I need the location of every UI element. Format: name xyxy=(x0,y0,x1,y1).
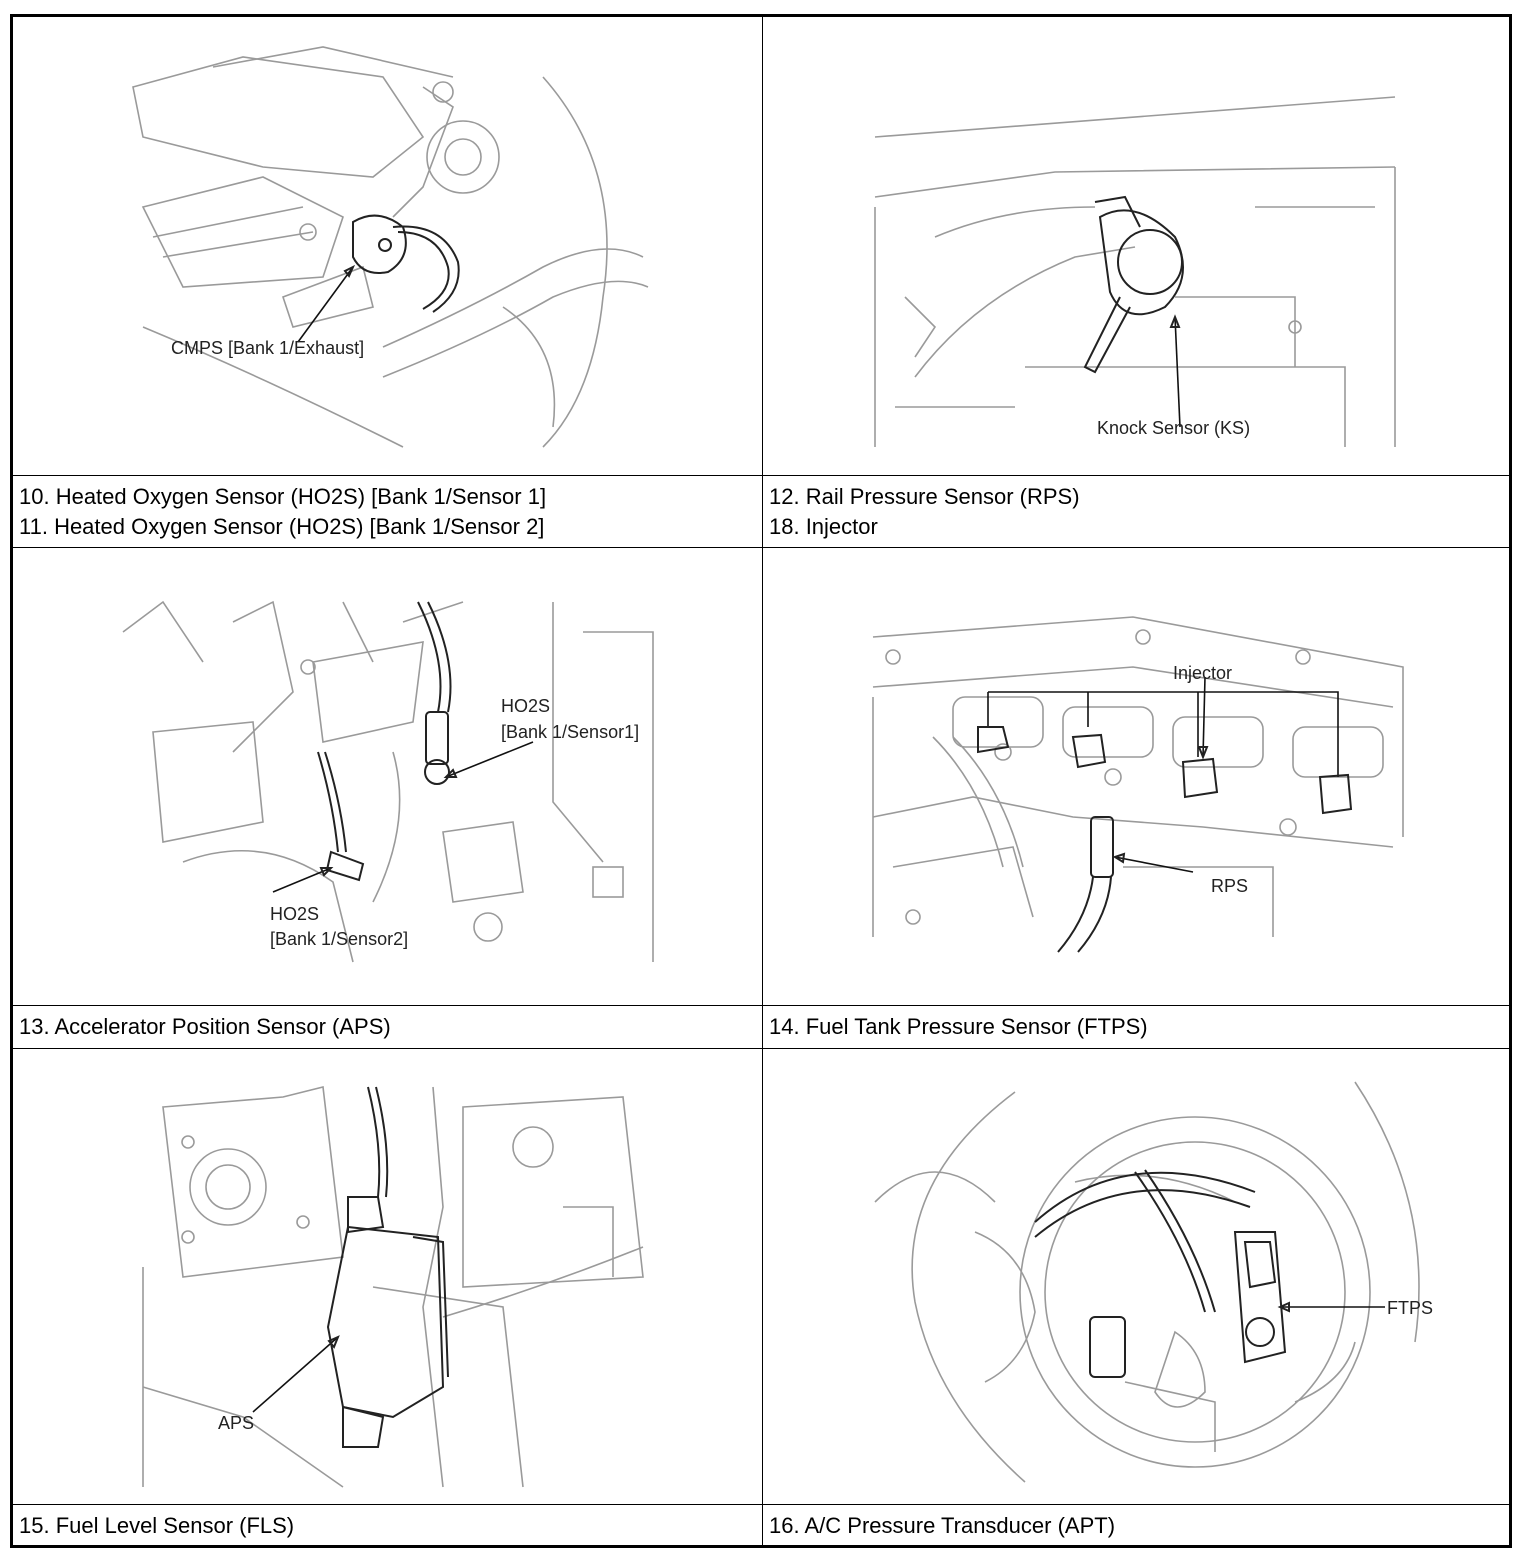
ftps-label: FTPS xyxy=(1387,1298,1433,1318)
caption-fuel-tank-pressure-sensor: 14. Fuel Tank Pressure Sensor (FTPS) xyxy=(769,1014,1148,1039)
knock-sensor-illustration: Knock Sensor (KS) xyxy=(874,96,1396,447)
ho2s-sensor2-label-a: HO2S xyxy=(270,904,319,924)
cmps-label: CMPS [Bank 1/Exhaust] xyxy=(171,338,364,358)
ftps-illustration: FTPS xyxy=(874,1081,1433,1483)
caption-accelerator-position-sensor: 13. Accelerator Position Sensor (APS) xyxy=(19,1014,391,1039)
column-divider xyxy=(762,17,763,1545)
aps-label: APS xyxy=(218,1413,254,1433)
ho2s-sensor1-label-a: HO2S xyxy=(501,696,550,716)
ho2s-sensor1-label-b: [Bank 1/Sensor1] xyxy=(501,722,639,742)
row-divider xyxy=(13,475,1509,476)
caption-ac-pressure-transducer: 16. A/C Pressure Transducer (APT) xyxy=(769,1513,1116,1538)
rps-injector-illustration: Injector RPS xyxy=(872,616,1404,953)
injector-label: Injector xyxy=(1173,663,1232,683)
rps-label: RPS xyxy=(1211,876,1248,896)
caption-heated-oxygen-sensor-1: 10. Heated Oxygen Sensor (HO2S) [Bank 1/… xyxy=(19,484,547,509)
ho2s-sensor2-label-b: [Bank 1/Sensor2] xyxy=(270,929,408,949)
caption-heated-oxygen-sensor-2: 11. Heated Oxygen Sensor (HO2S) [Bank 1/… xyxy=(19,514,545,539)
diagram-table: CMPS [Bank 1/Exhaust] Knock Sensor (KS) xyxy=(10,14,1512,1548)
row-divider xyxy=(13,1048,1509,1049)
caption-rail-pressure-sensor: 12. Rail Pressure Sensor (RPS) xyxy=(769,484,1080,509)
row-divider xyxy=(13,547,1509,548)
aps-illustration: APS xyxy=(142,1086,644,1488)
cmps-illustration: CMPS [Bank 1/Exhaust] xyxy=(132,46,649,448)
row-divider xyxy=(13,1005,1509,1006)
row-divider xyxy=(13,1504,1509,1505)
caption-injector: 18. Injector xyxy=(769,514,878,539)
knock-sensor-label: Knock Sensor (KS) xyxy=(1097,418,1250,438)
caption-fuel-level-sensor: 15. Fuel Level Sensor (FLS) xyxy=(19,1513,295,1538)
ho2s-illustration: HO2S [Bank 1/Sensor1] HO2S [Bank 1/Senso… xyxy=(122,600,654,963)
